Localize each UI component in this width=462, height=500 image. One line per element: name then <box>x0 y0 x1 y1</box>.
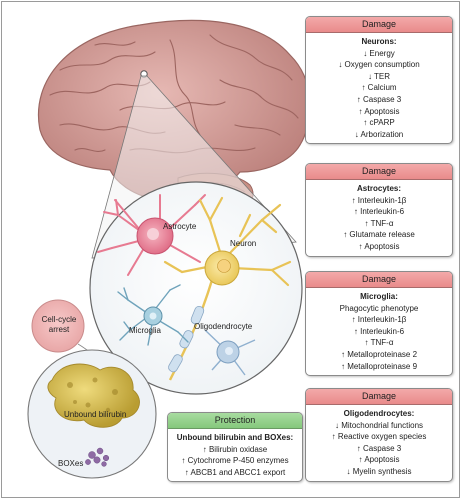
microglia-damage-box: Damage Microglia: Phagocytic phenotype ↑… <box>305 271 453 377</box>
microglia-item: ↑ Metalloproteinase 9 <box>340 361 418 371</box>
cell-cycle-arrest-line2: arrest <box>48 325 70 334</box>
astrocytes-item: ↑ Apoptosis <box>358 241 400 251</box>
astrocytes-item: ↑ Interleukin-6 <box>353 207 405 217</box>
neurons-item: ↓ Energy <box>363 48 395 58</box>
astrocytes-box-header: Damage <box>306 164 452 180</box>
microglia-item: ↑ TNF-α <box>364 338 394 348</box>
oligodendrocyte-label: Oligodendrocyte <box>194 322 253 331</box>
oligodendrocytes-damage-box: Damage Oligodendrocytes: ↓ Mitochondrial… <box>305 388 453 482</box>
protection-item: ↑ Bilirubin oxidase <box>202 444 268 454</box>
microglia-item: ↑ Interleukin-6 <box>353 326 405 336</box>
astrocyte-label: Astrocyte <box>163 222 197 231</box>
unbound-bilirubin-label: Unbound bilirubin <box>64 410 127 419</box>
microglia-box-title: Microglia: <box>360 292 398 301</box>
oligodendrocytes-item: ↑ Caspase 3 <box>356 443 402 453</box>
oligodendrocytes-item: ↑ Reactive oxygen species <box>331 432 427 442</box>
astrocytes-item: ↑ Interleukin-1β <box>351 195 407 205</box>
neurons-box-title: Neurons: <box>361 37 397 46</box>
oligodendrocytes-item: ↓ Mitochondrial functions <box>334 420 424 430</box>
cell-cycle-arrest-bubble <box>31 299 85 353</box>
protection-box-header: Protection <box>168 413 302 429</box>
oligodendrocytes-box-title: Oligodendrocytes: <box>343 409 415 418</box>
microglia-label: Microglia <box>129 326 162 335</box>
astrocytes-box-title: Astrocytes: <box>356 184 401 193</box>
oligodendrocytes-box-header: Damage <box>306 389 452 405</box>
magnified-view <box>89 181 303 395</box>
neurons-item: ↓ Arborization <box>354 129 404 139</box>
neurons-item: ↓ TER <box>367 71 391 81</box>
neurons-box-header: Damage <box>306 17 452 33</box>
bilirubin-circle <box>27 349 157 479</box>
cell-cycle-arrest-label: Cell-cycle arrest <box>39 315 79 335</box>
microglia-item: ↑ Metalloproteinase 2 <box>340 349 418 359</box>
microglia-box-header: Damage <box>306 272 452 288</box>
protection-item: ↑ ABCB1 and ABCC1 export <box>184 467 286 477</box>
protection-item: ↑ Cytochrome P-450 enzymes <box>181 456 289 466</box>
neurons-damage-box: Damage Neurons: ↓ Energy ↓ Oxygen consum… <box>305 16 453 145</box>
neurons-item: ↑ Caspase 3 <box>356 94 402 104</box>
cell-cycle-arrest-line1: Cell-cycle <box>41 315 77 324</box>
protection-box: Protection Unbound bilirubin and BOXes: … <box>167 412 303 483</box>
oligodendrocytes-item: ↑ Apoptosis <box>358 455 400 465</box>
neurons-item: ↑ Apoptosis <box>358 106 400 116</box>
boxes-label: BOXes <box>58 459 84 468</box>
neurons-item: ↓ Oxygen consumption <box>338 60 420 70</box>
protection-box-title: Unbound bilirubin and BOXes: <box>176 433 294 442</box>
microglia-item: ↑ Interleukin-1β <box>351 315 407 325</box>
neurons-item: ↑ Calcium <box>361 83 397 93</box>
oligodendrocytes-item: ↓ Myelin synthesis <box>346 466 412 476</box>
neurons-item: ↑ cPARP <box>363 118 395 128</box>
microglia-box-subtitle: Phagocytic phenotype <box>339 303 419 313</box>
astrocytes-item: ↑ Glutamate release <box>343 230 415 240</box>
astrocytes-damage-box: Damage Astrocytes: ↑ Interleukin-1β ↑ In… <box>305 163 453 257</box>
neuron-label: Neuron <box>230 239 257 248</box>
astrocytes-item: ↑ TNF-α <box>364 218 394 228</box>
